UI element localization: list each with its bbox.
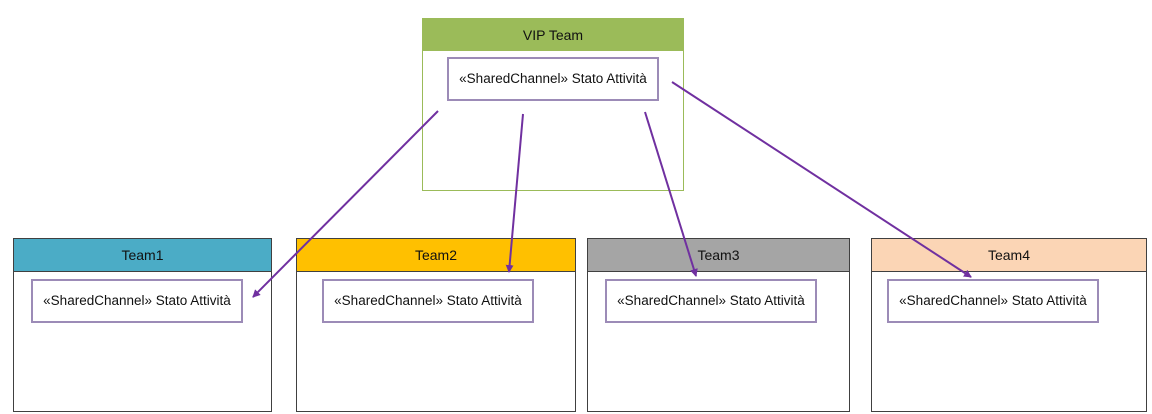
team4-container[interactable]: Team4 «SharedChannel» Stato Attività bbox=[871, 238, 1147, 412]
team3-header: Team3 bbox=[588, 239, 849, 272]
team4-shared-channel[interactable]: «SharedChannel» Stato Attività bbox=[887, 279, 1099, 323]
team4-header: Team4 bbox=[872, 239, 1146, 272]
vip-team-header: VIP Team bbox=[423, 19, 683, 51]
vip-team-container[interactable]: VIP Team «SharedChannel» Stato Attività bbox=[422, 18, 684, 191]
team1-container[interactable]: Team1 «SharedChannel» Stato Attività bbox=[13, 238, 272, 412]
team3-shared-channel[interactable]: «SharedChannel» Stato Attività bbox=[605, 279, 817, 323]
team1-shared-channel[interactable]: «SharedChannel» Stato Attività bbox=[31, 279, 243, 323]
team2-container[interactable]: Team2 «SharedChannel» Stato Attività bbox=[296, 238, 576, 412]
vip-shared-channel[interactable]: «SharedChannel» Stato Attività bbox=[447, 57, 659, 101]
team2-shared-channel[interactable]: «SharedChannel» Stato Attività bbox=[322, 279, 534, 323]
team3-container[interactable]: Team3 «SharedChannel» Stato Attività bbox=[587, 238, 850, 412]
team1-header: Team1 bbox=[14, 239, 271, 272]
team2-header: Team2 bbox=[297, 239, 575, 272]
